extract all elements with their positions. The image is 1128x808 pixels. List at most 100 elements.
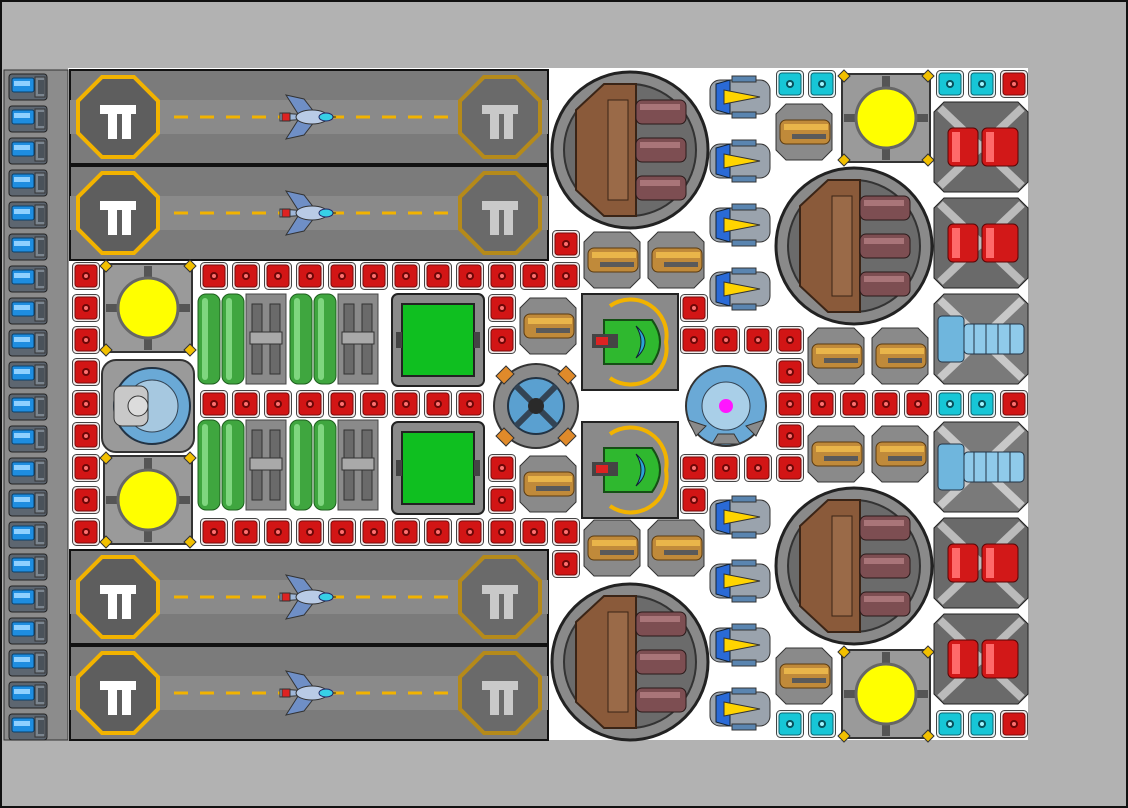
engine-icon[interactable] [8, 169, 48, 197]
point-defense-icon[interactable] [709, 495, 771, 539]
connector-node [776, 390, 804, 418]
engine-icon[interactable] [8, 521, 48, 549]
shield-emitter-icon[interactable] [580, 420, 680, 520]
connector-node [776, 422, 804, 450]
engine-icon[interactable] [8, 681, 48, 709]
engine-icon[interactable] [8, 361, 48, 389]
connector-node [776, 326, 804, 354]
cannon-turret-icon[interactable] [774, 486, 934, 646]
reactor-icon[interactable] [98, 450, 198, 550]
engine-icon[interactable] [8, 393, 48, 421]
connector-node [776, 454, 804, 482]
cannon-turret-icon[interactable] [550, 70, 710, 230]
connector-node [488, 486, 516, 514]
engine-icon[interactable] [8, 457, 48, 485]
point-defense-icon[interactable] [775, 103, 833, 161]
point-defense-icon[interactable] [709, 203, 771, 247]
connector-node [680, 294, 708, 322]
missile-launcher-icon[interactable] [934, 102, 1028, 192]
connector-node [328, 518, 356, 546]
hangar-bay-2[interactable] [69, 165, 549, 261]
point-defense-icon[interactable] [709, 623, 771, 667]
connector-node [488, 454, 516, 482]
reactor-icon[interactable] [836, 644, 936, 744]
point-defense-icon[interactable] [709, 687, 771, 731]
connector-node [776, 710, 804, 738]
connector-node [488, 326, 516, 354]
storage-panel-icon[interactable] [391, 421, 485, 515]
point-defense-icon[interactable] [647, 231, 705, 289]
hangar-bay-3[interactable] [69, 549, 549, 645]
connector-node [936, 710, 964, 738]
connector-node [264, 262, 292, 290]
engine-icon[interactable] [8, 265, 48, 293]
gyroscope-icon[interactable] [493, 363, 579, 449]
reactor-icon[interactable] [98, 258, 198, 358]
connector-node [232, 390, 260, 418]
missile-launcher-icon[interactable] [934, 518, 1028, 608]
engine-icon[interactable] [8, 713, 48, 741]
connector-node [1000, 70, 1028, 98]
connector-node [72, 326, 100, 354]
point-defense-icon[interactable] [709, 139, 771, 183]
connector-node [936, 390, 964, 418]
engine-icon[interactable] [8, 553, 48, 581]
connector-node [232, 262, 260, 290]
command-module[interactable] [101, 359, 195, 453]
cannon-turret-icon[interactable] [774, 166, 934, 326]
point-defense-icon[interactable] [709, 559, 771, 603]
hangar-bay-4[interactable] [69, 645, 549, 741]
connector-node [424, 262, 452, 290]
point-defense-icon[interactable] [871, 327, 929, 385]
engine-icon[interactable] [8, 233, 48, 261]
missile-launcher-icon[interactable] [934, 198, 1028, 288]
connector-node [936, 70, 964, 98]
connector-node [264, 518, 292, 546]
storage-panel-icon[interactable] [391, 293, 485, 387]
connector-node [264, 390, 292, 418]
connector-node [744, 326, 772, 354]
point-defense-icon[interactable] [709, 75, 771, 119]
cannon-turret-icon[interactable] [550, 582, 710, 742]
connector-node [72, 390, 100, 418]
connector-node [744, 454, 772, 482]
engine-icon[interactable] [8, 297, 48, 325]
point-defense-icon[interactable] [709, 267, 771, 311]
point-defense-icon[interactable] [807, 327, 865, 385]
connector-node [552, 550, 580, 578]
missile-launcher-icon[interactable] [934, 614, 1028, 704]
engine-icon[interactable] [8, 649, 48, 677]
engine-icon[interactable] [8, 73, 48, 101]
connector-node [72, 294, 100, 322]
point-defense-icon[interactable] [871, 425, 929, 483]
engine-icon[interactable] [8, 617, 48, 645]
engine-icon[interactable] [8, 201, 48, 229]
point-defense-icon[interactable] [583, 519, 641, 577]
connector-node [968, 70, 996, 98]
connector-node [808, 390, 836, 418]
point-defense-icon[interactable] [807, 425, 865, 483]
reactor-icon[interactable] [836, 68, 936, 168]
hangar-bay-1[interactable] [69, 69, 549, 165]
connector-node [808, 710, 836, 738]
engine-icon[interactable] [8, 585, 48, 613]
point-defense-icon[interactable] [647, 519, 705, 577]
laser-turret-icon[interactable] [934, 422, 1028, 512]
engine-icon[interactable] [8, 489, 48, 517]
connector-node [776, 358, 804, 386]
engine-icon[interactable] [8, 329, 48, 357]
engine-column [3, 69, 69, 741]
point-defense-icon[interactable] [519, 455, 577, 513]
point-defense-icon[interactable] [583, 231, 641, 289]
engine-icon[interactable] [8, 137, 48, 165]
connector-node [712, 454, 740, 482]
connector-node [72, 454, 100, 482]
point-defense-icon[interactable] [775, 647, 833, 705]
point-defense-icon[interactable] [519, 297, 577, 355]
shield-emitter-icon[interactable] [580, 292, 680, 392]
laser-turret-icon[interactable] [934, 294, 1028, 384]
connector-node [328, 390, 356, 418]
core-icon[interactable] [685, 365, 767, 447]
engine-icon[interactable] [8, 105, 48, 133]
engine-icon[interactable] [8, 425, 48, 453]
